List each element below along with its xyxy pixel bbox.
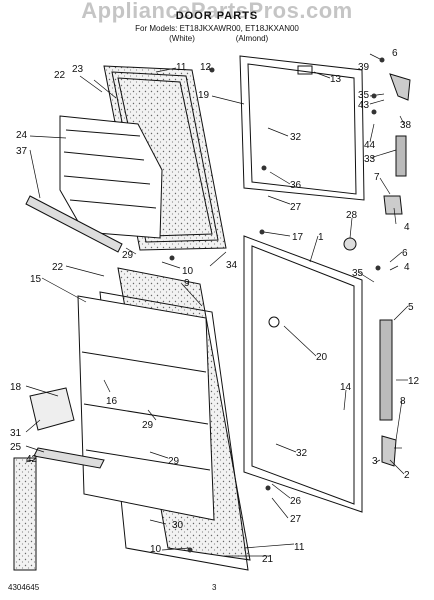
fresh-food-door-shelves (77, 295, 215, 521)
callout-32b: 32 (296, 448, 308, 459)
page-number: 3 (212, 583, 217, 592)
fresh-food-door-frame (243, 235, 363, 513)
callout-6: 6 (392, 48, 398, 59)
screw (371, 93, 377, 99)
callout-27b: 27 (290, 514, 302, 525)
screw (259, 229, 265, 235)
callout-31: 31 (10, 428, 22, 439)
hinge-middle (383, 195, 403, 215)
screw (169, 255, 175, 261)
callout-14: 14 (340, 382, 352, 393)
callout-4b: 4 (404, 262, 410, 273)
callout-25: 25 (10, 442, 22, 453)
callout-20: 20 (316, 352, 328, 363)
screw (265, 485, 271, 491)
document-number: 4304645 (8, 583, 40, 592)
screw (379, 57, 385, 63)
hinge-bottom (381, 435, 397, 467)
callout-42: 42 (26, 454, 38, 465)
callout-6b: 6 (402, 248, 408, 259)
callout-12: 12 (200, 62, 212, 73)
callout-4: 4 (404, 222, 410, 233)
callout-1: 1 (318, 232, 324, 243)
callout-21: 21 (262, 554, 274, 565)
model-numbers: For Models: ET18JKXAWR00, ET18JKXAN00 (135, 24, 299, 33)
callout-2: 2 (404, 470, 410, 481)
callout-32: 32 (290, 132, 302, 143)
color-variants: (White) (Almond) (0, 34, 434, 43)
callout-29a: 29 (122, 250, 134, 261)
callout-19: 19 (198, 90, 210, 101)
callout-3: 3 (372, 456, 378, 467)
screw (209, 67, 215, 73)
callout-17: 17 (292, 232, 304, 243)
callout-8: 8 (400, 396, 406, 407)
callout-7: 7 (374, 172, 380, 183)
door-plug (268, 316, 280, 328)
dairy-door (29, 387, 75, 431)
callout-13: 13 (330, 74, 342, 85)
door-trim-strip (25, 195, 123, 253)
callout-18: 18 (10, 382, 22, 393)
diagram-title: DOOR PARTS (175, 10, 259, 22)
callout-12b: 12 (408, 376, 420, 387)
callout-15: 15 (30, 274, 42, 285)
callout-10b: 10 (150, 544, 162, 555)
callout-29b: 29 (142, 420, 154, 431)
callout-28: 28 (346, 210, 358, 221)
hinge-pin-cap (343, 237, 357, 251)
callout-44: 44 (364, 140, 376, 151)
callout-33: 33 (364, 154, 376, 165)
callout-9: 9 (184, 278, 190, 289)
screw (375, 265, 381, 271)
screw (187, 547, 193, 553)
watermark: AppliancePartsPros.com (81, 0, 353, 23)
variant-white: (White) (169, 34, 195, 43)
lower-handle (379, 319, 393, 421)
screw (371, 109, 377, 115)
callout-34: 34 (226, 260, 238, 271)
callout-43: 43 (358, 100, 370, 111)
callout-29c: 29 (168, 456, 180, 467)
lower-trim-strip (33, 447, 105, 469)
callout-38: 38 (400, 120, 412, 131)
freezer-shelf-rack (59, 115, 163, 239)
callout-10: 10 (182, 266, 194, 277)
callout-11b: 11 (294, 542, 305, 553)
callout-26: 26 (290, 496, 302, 507)
callout-37: 37 (16, 146, 28, 157)
callout-23: 23 (72, 64, 84, 75)
freezer-door-frame (239, 55, 365, 201)
callout-24: 24 (16, 130, 28, 141)
callout-11: 11 (176, 62, 187, 73)
upper-handle (395, 135, 407, 177)
callout-22b: 22 (52, 262, 64, 273)
hinge-top (389, 73, 411, 101)
callout-39: 39 (358, 62, 370, 73)
door-handle-strip (13, 457, 37, 571)
screw (261, 165, 267, 171)
callout-27: 27 (290, 202, 302, 213)
callout-5: 5 (408, 302, 414, 313)
callout-35: 35 (358, 90, 370, 101)
callout-30: 30 (172, 520, 184, 531)
variant-almond: (Almond) (235, 34, 269, 43)
callout-16: 16 (106, 396, 118, 407)
callout-36: 36 (290, 180, 302, 191)
callout-22a: 22 (54, 70, 66, 81)
callout-35b: 35 (352, 268, 364, 279)
door-label (297, 65, 313, 75)
